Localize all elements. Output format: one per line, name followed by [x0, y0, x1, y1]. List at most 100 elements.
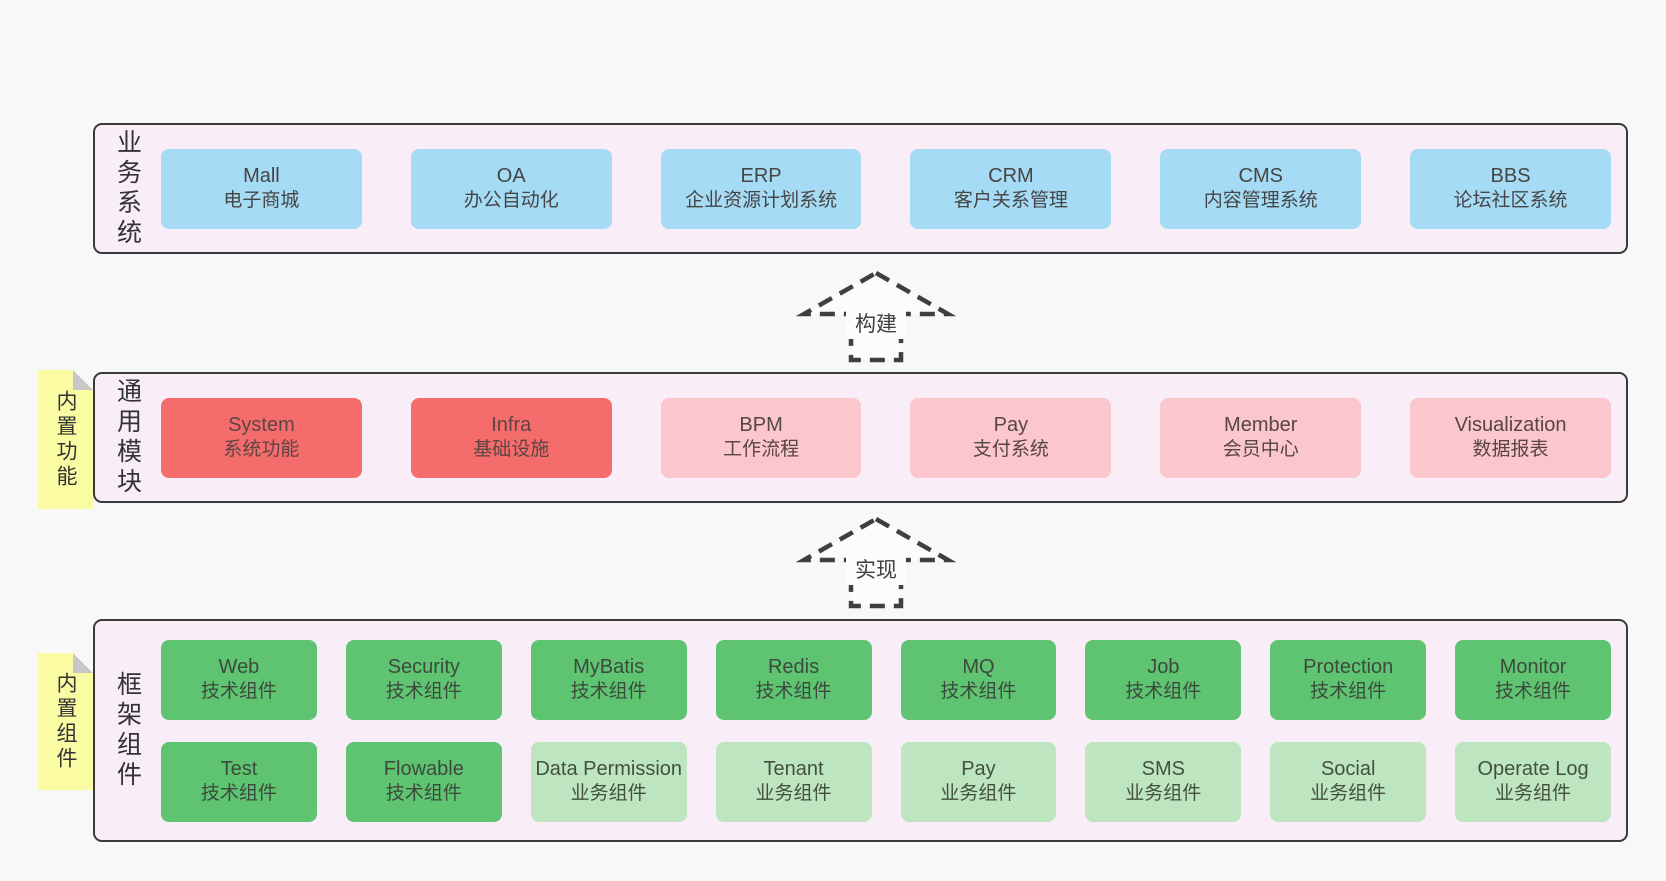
module-description: 技术组件: [200, 681, 277, 703]
module-name: CRM: [988, 165, 1034, 188]
module-name: Pay: [993, 414, 1029, 437]
sticky-note-label: 内置功能: [54, 389, 77, 490]
module-name: System: [228, 414, 295, 437]
module-description: 工作流程: [723, 439, 800, 461]
dashed-up-arrow-build-icon: 构建: [796, 270, 956, 363]
module-description: 技术组件: [570, 681, 647, 703]
module-name: CMS: [1238, 165, 1283, 188]
arrow-label-implement: 实现: [855, 559, 897, 582]
page-fold-icon: [73, 370, 93, 390]
module-description: 技术组件: [1495, 681, 1572, 703]
module-description: 业务组件: [755, 783, 832, 805]
module-name: Monitor: [1499, 656, 1567, 679]
module-name: Security: [387, 656, 460, 679]
module-description: 业务组件: [570, 783, 647, 805]
module-description: 企业资源计划系统: [685, 190, 838, 212]
module-name: Redis: [767, 656, 820, 679]
module-name: SMS: [1141, 758, 1185, 781]
module-description: 技术组件: [200, 783, 277, 805]
module-name: Tenant: [763, 758, 824, 781]
arrow-label-build: 构建: [855, 313, 897, 336]
module-name: Infra: [491, 414, 532, 437]
module-description: 业务组件: [1495, 783, 1572, 805]
module-description: 论坛社区系统: [1453, 190, 1568, 212]
panel-label-business-systems: 业务系统: [113, 128, 142, 249]
module-description: 技术组件: [385, 681, 462, 703]
page-fold-icon: [73, 653, 93, 673]
module-name: Job: [1147, 656, 1180, 679]
module-name: Web: [218, 656, 260, 679]
module-description: 技术组件: [755, 681, 832, 703]
module-name: Test: [220, 758, 258, 781]
module-description: 数据报表: [1472, 439, 1549, 461]
module-description: 支付系统: [972, 439, 1049, 461]
module-description: 技术组件: [385, 783, 462, 805]
panel-label-common-modules: 通用模块: [113, 377, 142, 498]
module-description: 技术组件: [1125, 681, 1202, 703]
module-name: Mall: [243, 165, 280, 188]
module-name: Member: [1224, 414, 1298, 437]
module-description: 系统功能: [223, 439, 300, 461]
module-name: BPM: [739, 414, 783, 437]
module-name: Visualization: [1454, 414, 1567, 437]
module-name: MyBatis: [573, 656, 645, 679]
sticky-note-builtin-features: 内置功能: [38, 370, 93, 509]
module-description: 基础设施: [473, 439, 550, 461]
module-description: 办公自动化: [463, 190, 559, 212]
module-name: Operate Log: [1477, 758, 1589, 781]
module-name: MQ: [962, 656, 995, 679]
dashed-up-arrow-implement-icon: 实现: [796, 516, 956, 609]
sticky-note-label: 内置组件: [54, 671, 77, 772]
module-description: 会员中心: [1222, 439, 1299, 461]
module-name: OA: [496, 165, 526, 188]
module-description: 业务组件: [1310, 783, 1387, 805]
module-name: Pay: [961, 758, 996, 781]
module-description: 业务组件: [940, 783, 1017, 805]
module-name: Flowable: [383, 758, 464, 781]
module-name: Protection: [1303, 656, 1394, 679]
module-description: 电子商城: [223, 190, 300, 212]
module-description: 内容管理系统: [1203, 190, 1318, 212]
module-description: 客户关系管理: [953, 190, 1068, 212]
sticky-note-builtin-components: 内置组件: [38, 653, 93, 790]
module-name: Data Permission: [535, 758, 683, 781]
module-name: BBS: [1490, 165, 1531, 188]
module-description: 技术组件: [940, 681, 1017, 703]
module-name: ERP: [740, 165, 782, 188]
module-description: 业务组件: [1125, 783, 1202, 805]
